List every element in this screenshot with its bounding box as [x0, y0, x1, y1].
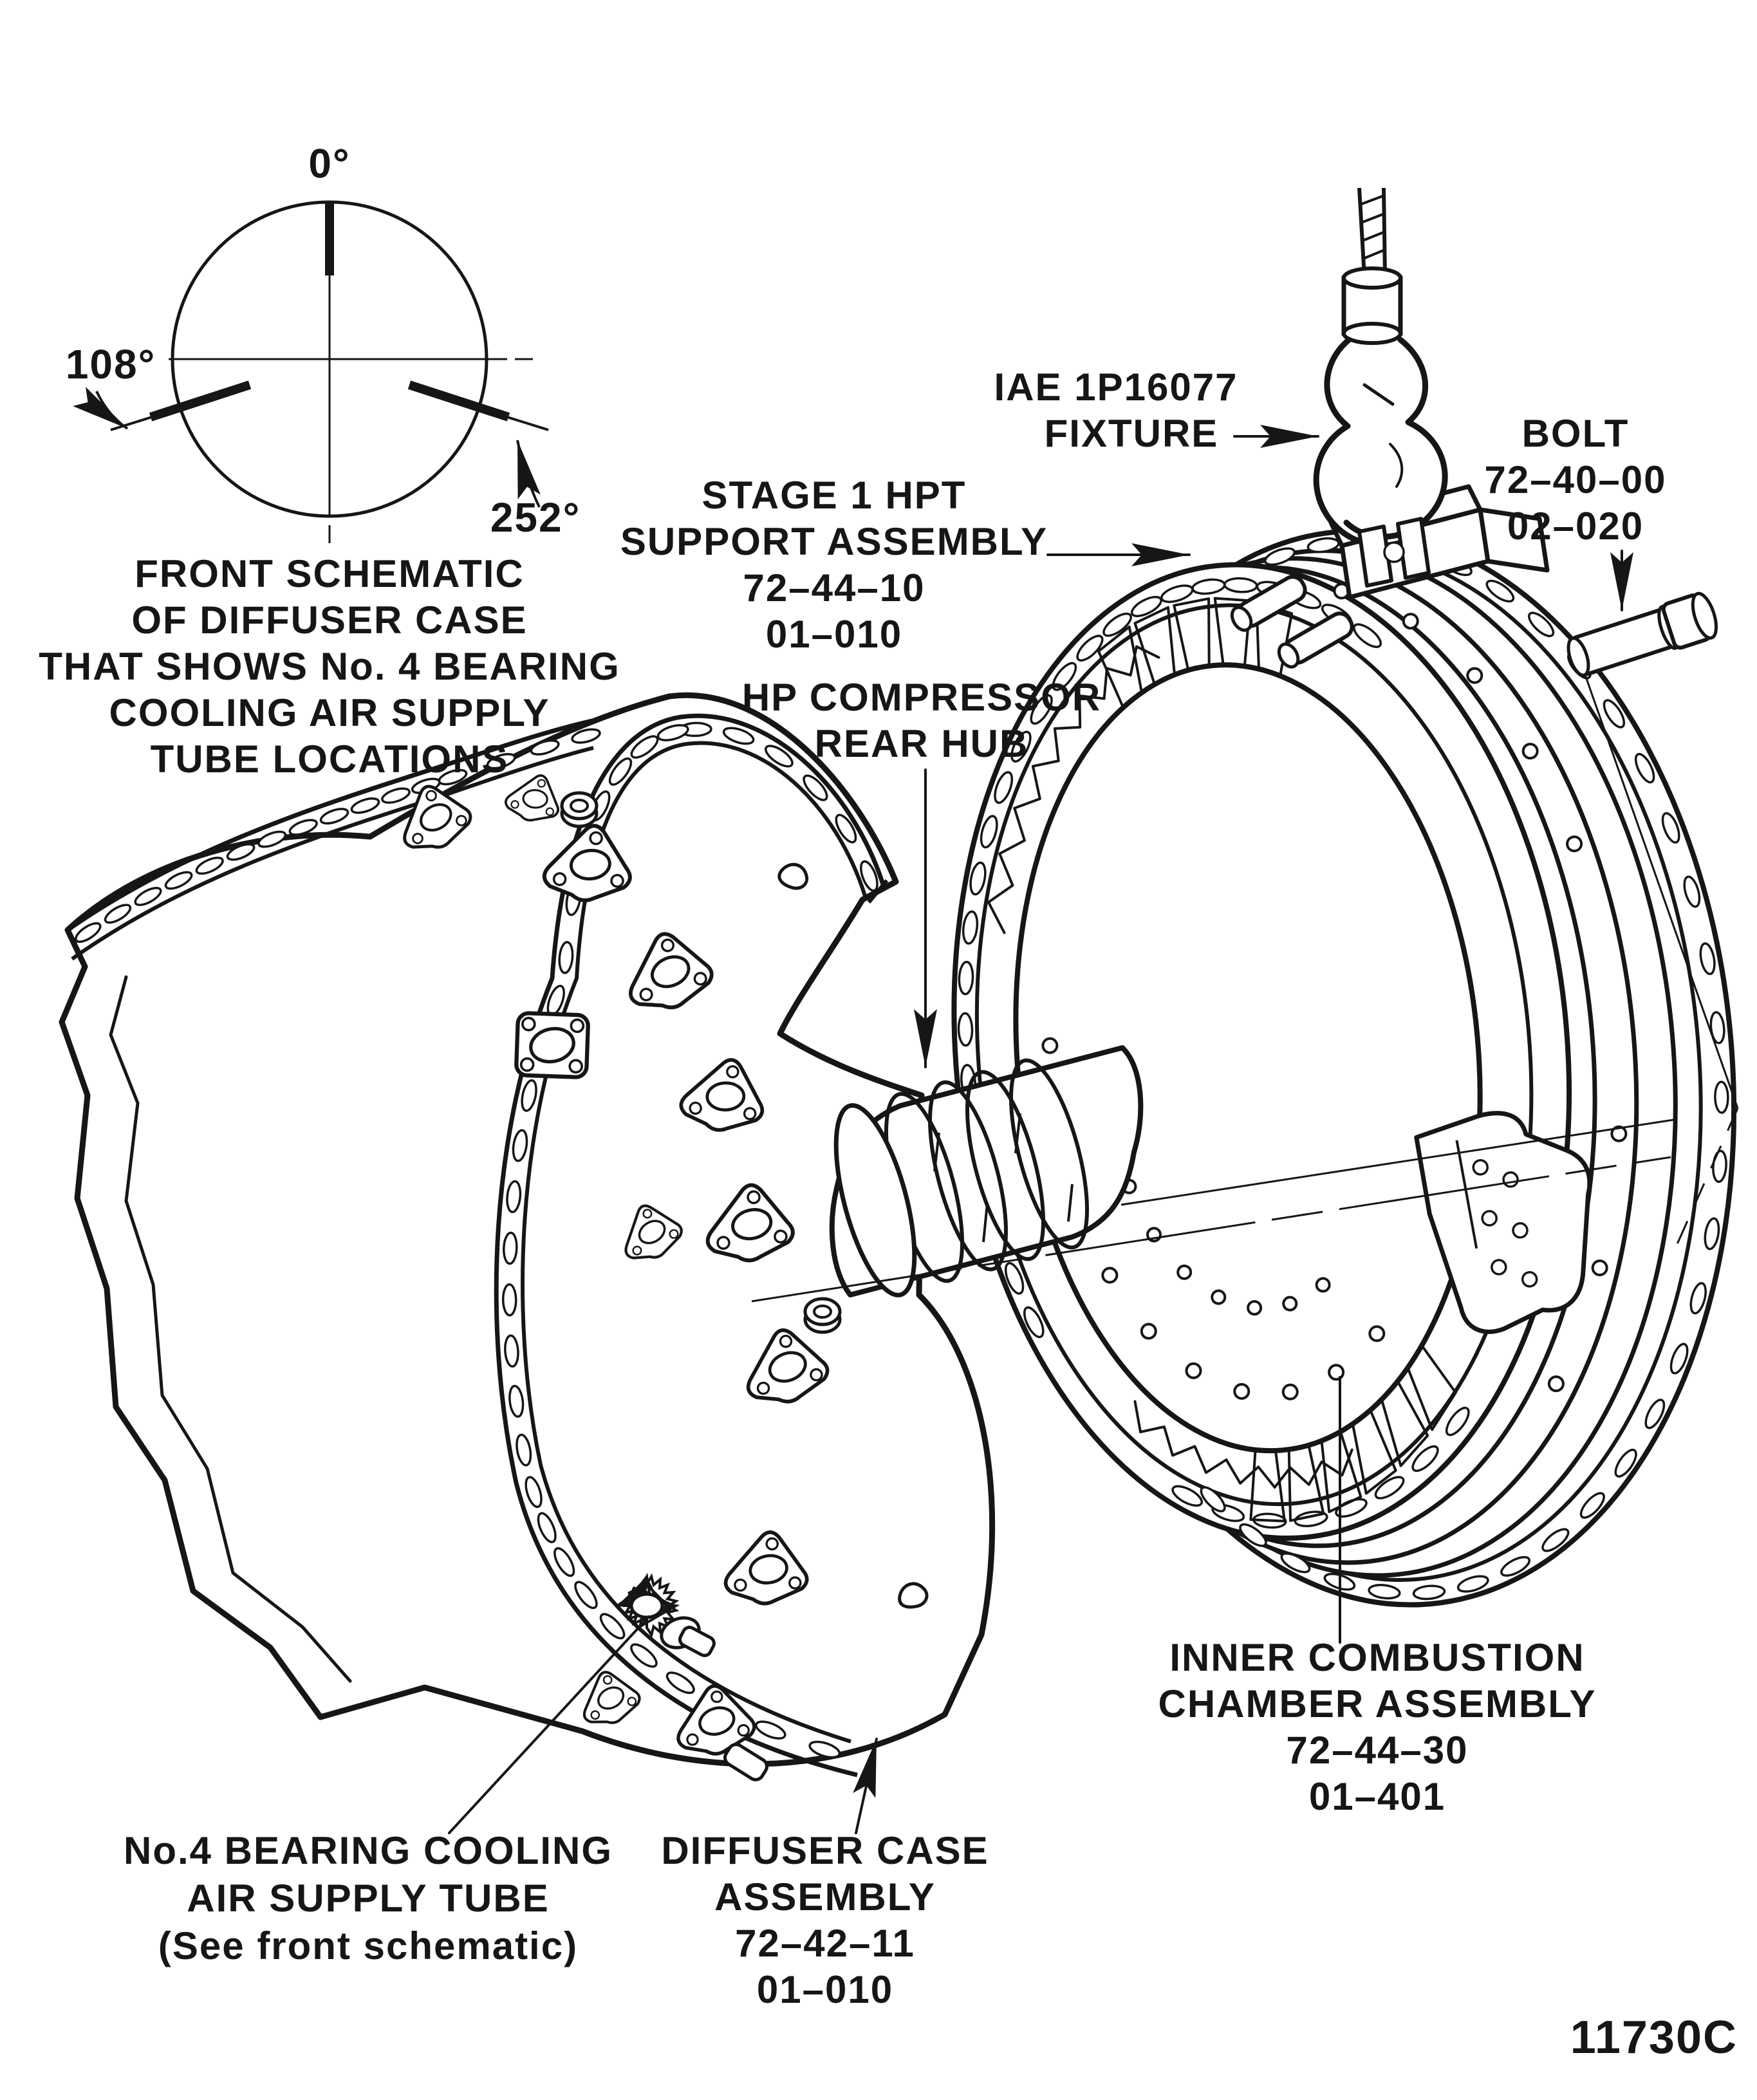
- figure-number: 11730C: [1570, 2012, 1738, 2063]
- supply-tube-boss: [560, 791, 599, 828]
- angle-0-label: 0°: [308, 140, 350, 187]
- svg-text:CHAMBER ASSEMBLY: CHAMBER ASSEMBLY: [1158, 1682, 1597, 1725]
- supply-tube-boss: [679, 1058, 765, 1132]
- diffuser-case-leader: [853, 1738, 878, 1834]
- supply-tube-boss: [542, 824, 632, 902]
- tube-location-108deg: [149, 380, 252, 422]
- hoist-hook: [1313, 337, 1448, 588]
- supply-tube-boss: [723, 1530, 809, 1606]
- no4-bearing-leader: [448, 1615, 650, 1834]
- locating-pin: [1230, 575, 1307, 632]
- hp-compressor-rear-hub: [829, 1045, 1144, 1297]
- svg-text:01–010: 01–010: [757, 1968, 893, 2011]
- angle-252-label: 252°: [490, 494, 581, 541]
- label-no4-bearing: No.4 BEARING COOLING AIR SUPPLY TUBE (Se…: [124, 1829, 613, 1967]
- supply-tube-boss: [705, 1183, 795, 1263]
- svg-text:No.4 BEARING COOLING: No.4 BEARING COOLING: [124, 1829, 613, 1872]
- svg-text:FRONT SCHEMATIC: FRONT SCHEMATIC: [135, 552, 525, 595]
- label-bolt: BOLT 72–40–00 02–020: [1485, 412, 1667, 548]
- svg-text:(See front schematic): (See front schematic): [158, 1924, 578, 1967]
- hoist-cable: [1357, 187, 1387, 277]
- leader-lines: [448, 425, 1633, 1834]
- supply-tube-boss: [629, 932, 714, 1010]
- angle-252-arrow: [516, 440, 541, 508]
- angle-108-label: 108°: [66, 341, 156, 387]
- svg-text:HP COMPRESSOR: HP COMPRESSOR: [742, 676, 1101, 719]
- svg-text:OF DIFFUSER CASE: OF DIFFUSER CASE: [131, 599, 527, 642]
- supply-tube-boss: [582, 1671, 641, 1724]
- svg-text:DIFFUSER CASE: DIFFUSER CASE: [661, 1829, 989, 1872]
- svg-text:72–44–30: 72–44–30: [1287, 1729, 1469, 1772]
- svg-text:THAT SHOWS No. 4 BEARING: THAT SHOWS No. 4 BEARING: [39, 645, 620, 688]
- svg-text:ASSEMBLY: ASSEMBLY: [714, 1875, 936, 1919]
- retaining-clip: [898, 1582, 929, 1609]
- case-details: [75, 721, 929, 1781]
- svg-text:02–020: 02–020: [1507, 505, 1644, 548]
- svg-text:SUPPORT ASSEMBLY: SUPPORT ASSEMBLY: [620, 520, 1048, 563]
- supply-tube-boss: [676, 1684, 756, 1756]
- patch-plate: [1414, 1111, 1592, 1334]
- inner-combustion-chamber-assembly: [951, 187, 1739, 1608]
- bolt-location-line: [1583, 673, 1739, 1250]
- label-inner-combustion: INNER COMBUSTION CHAMBER ASSEMBLY 72–44–…: [1158, 1636, 1597, 1818]
- supply-tube-boss: [505, 774, 560, 822]
- label-diffuser-case: DIFFUSER CASE ASSEMBLY 72–42–11 01–010: [661, 1829, 989, 2011]
- label-hp-hub: HP COMPRESSOR REAR HUB: [742, 676, 1101, 765]
- tube-location-252deg: [407, 380, 510, 422]
- svg-text:COOLING AIR SUPPLY: COOLING AIR SUPPLY: [109, 691, 550, 734]
- svg-text:72–42–11: 72–42–11: [735, 1922, 915, 1965]
- label-stage1-hpt: STAGE 1 HPT SUPPORT ASSEMBLY 72–44–10 01…: [620, 474, 1048, 656]
- svg-text:01–010: 01–010: [766, 613, 902, 656]
- svg-text:01–401: 01–401: [1309, 1775, 1446, 1818]
- labels: 0° 108° 252° FRONT SCHEMATIC OF DIFFUSER…: [39, 140, 1738, 2063]
- svg-text:72–40–00: 72–40–00: [1485, 458, 1667, 501]
- supply-tube-boss: [803, 1297, 842, 1334]
- svg-text:AIR SUPPLY TUBE: AIR SUPPLY TUBE: [187, 1877, 549, 1920]
- supply-tube-boss: [514, 1011, 590, 1079]
- supply-tube-boss: [746, 1328, 830, 1404]
- angle-108-arrow: [73, 387, 129, 430]
- label-fixture: IAE 1P16077 FIXTURE: [994, 366, 1238, 455]
- engine-centerlines: [751, 1119, 1674, 1303]
- locating-pin: [1277, 611, 1354, 669]
- supply-tube-boss: [403, 785, 472, 849]
- front-schematic: [73, 200, 549, 543]
- schematic-caption: FRONT SCHEMATIC OF DIFFUSER CASE THAT SH…: [39, 552, 620, 781]
- svg-text:STAGE 1 HPT: STAGE 1 HPT: [702, 474, 967, 517]
- svg-text:REAR HUB: REAR HUB: [815, 722, 1029, 765]
- swivel-collar: [1341, 266, 1403, 345]
- bolt: [1566, 591, 1718, 677]
- svg-text:INNER COMBUSTION: INNER COMBUSTION: [1169, 1636, 1585, 1679]
- svg-text:IAE 1P16077: IAE 1P16077: [994, 366, 1238, 409]
- torn-edge-inner-line: [109, 975, 352, 1683]
- svg-text:72–44–10: 72–44–10: [743, 566, 925, 609]
- supply-tube-boss: [624, 1204, 683, 1259]
- svg-text:BOLT: BOLT: [1522, 412, 1630, 455]
- svg-text:FIXTURE: FIXTURE: [1045, 412, 1219, 455]
- diffuser-case-assembly: [59, 692, 1144, 1781]
- retaining-clip: [777, 862, 809, 890]
- svg-text:TUBE LOCATIONS: TUBE LOCATIONS: [151, 738, 509, 781]
- case-front-rim-flange: [66, 718, 594, 961]
